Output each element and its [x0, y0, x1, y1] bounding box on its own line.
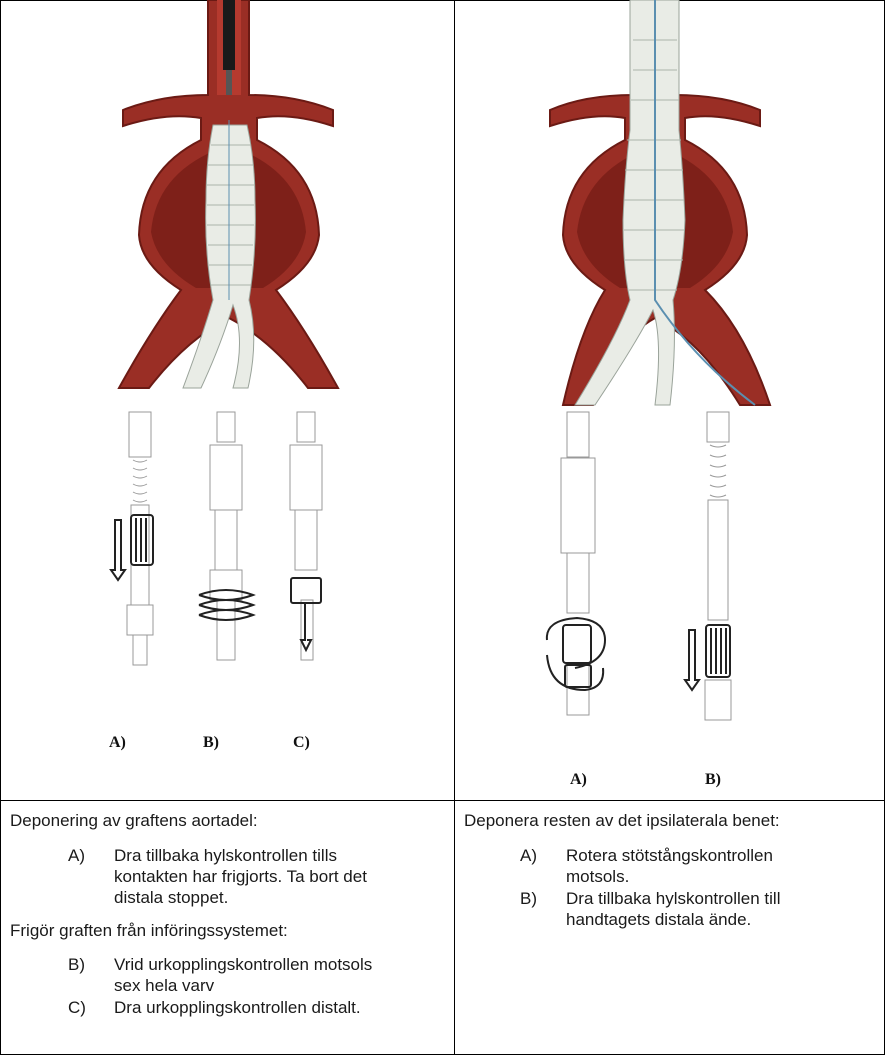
step-text-line: Dra tillbaka hylskontrollen tills — [114, 845, 337, 866]
catheter-sheath — [223, 0, 235, 70]
left-instructions: Deponering av graftens aortadel: A) Dra … — [10, 810, 450, 1050]
active-controls — [111, 515, 321, 650]
right-heading: Deponera resten av det ipsilaterala bene… — [464, 810, 780, 831]
aorta-illustration-right — [455, 0, 885, 800]
step-text-line: Vrid urkopplingskontrollen motsols — [114, 954, 372, 975]
step-text-line: sex hela varv — [114, 975, 214, 996]
step-label: B) — [68, 954, 85, 975]
active-controls — [547, 618, 730, 690]
figure-label-a: A) — [109, 734, 126, 752]
figure-label-c: C) — [293, 734, 310, 752]
left-heading: Deponering av graftens aortadel: — [10, 810, 258, 831]
figure-label-b: B) — [705, 771, 721, 789]
step-text-line: kontakten har frigjorts. Ta bort det — [114, 866, 367, 887]
step-text-line: Dra tillbaka hylskontrollen till — [566, 888, 780, 909]
step-label: C) — [68, 997, 86, 1018]
step-text-line: distala stoppet. — [114, 887, 228, 908]
handle-diagrams — [127, 412, 322, 665]
row-divider — [0, 800, 885, 801]
step-label: A) — [520, 845, 537, 866]
step-text-line: handtagets distala ände. — [566, 909, 751, 930]
figure-label-a: A) — [570, 771, 587, 789]
aorta-illustration-left — [1, 0, 454, 800]
right-instructions: Deponera resten av det ipsilaterala bene… — [464, 810, 882, 1010]
right-figure: A) B) — [455, 0, 885, 800]
left-figure: A) B) C) — [1, 0, 454, 800]
figure-label-b: B) — [203, 734, 219, 752]
left-subheading: Frigör graften från införingssystemet: — [10, 920, 288, 941]
step-label: A) — [68, 845, 85, 866]
step-text-line: motsols. — [566, 866, 629, 887]
step-text-line: Rotera stötstångskontrollen — [566, 845, 773, 866]
step-label: B) — [520, 888, 537, 909]
step-text-line: Dra urkopplingskontrollen distalt. — [114, 997, 361, 1018]
